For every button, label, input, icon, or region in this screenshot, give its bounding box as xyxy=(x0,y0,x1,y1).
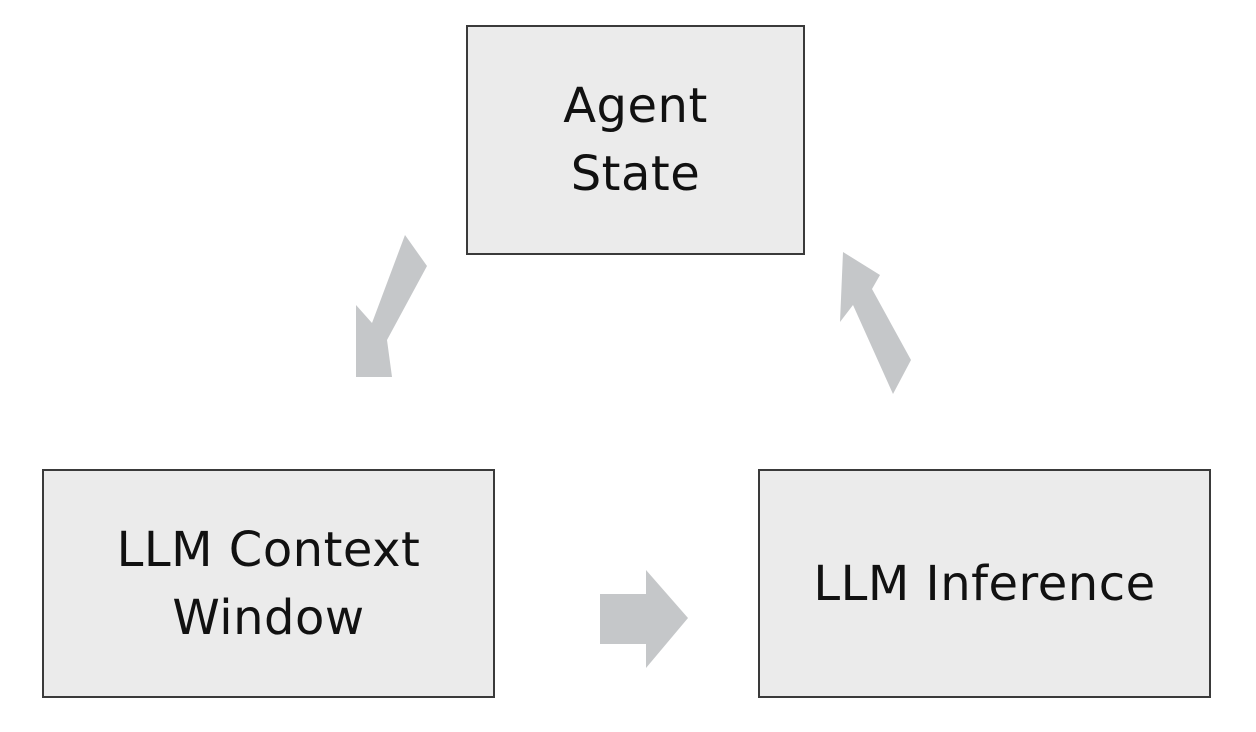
arrow-agent-to-context xyxy=(356,235,427,377)
agent-state-label-line2: State xyxy=(570,146,701,202)
llm-context-window-node: LLM Context Window xyxy=(42,469,495,698)
inference-label: LLM Inference xyxy=(813,555,1156,612)
arrow-context-to-inference xyxy=(600,570,688,668)
context-window-label-line1: LLM Context xyxy=(116,521,421,578)
agent-state-label-line1: Agent xyxy=(563,78,708,134)
context-window-label-line2: Window xyxy=(172,589,365,646)
llm-inference-node: LLM Inference xyxy=(758,469,1211,698)
agent-state-node: Agent State xyxy=(466,25,805,255)
arrow-inference-to-agent xyxy=(840,252,911,394)
